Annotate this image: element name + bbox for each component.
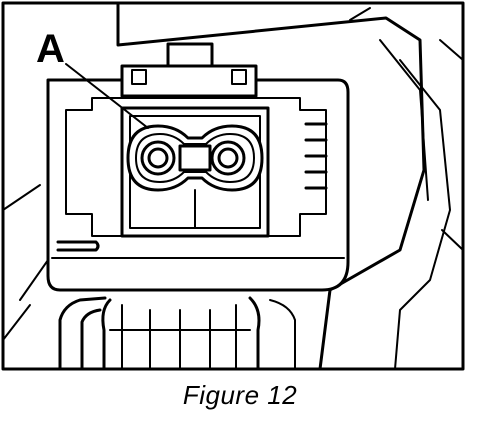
callout-label: A: [36, 27, 65, 71]
terminal-block: [120, 106, 270, 238]
callout-leader-line: [65, 63, 149, 129]
frame-border: [1, 1, 465, 371]
callout-a: A: [36, 27, 149, 129]
lower-hose: [58, 296, 296, 371]
figure-caption: Figure 12: [182, 380, 298, 410]
